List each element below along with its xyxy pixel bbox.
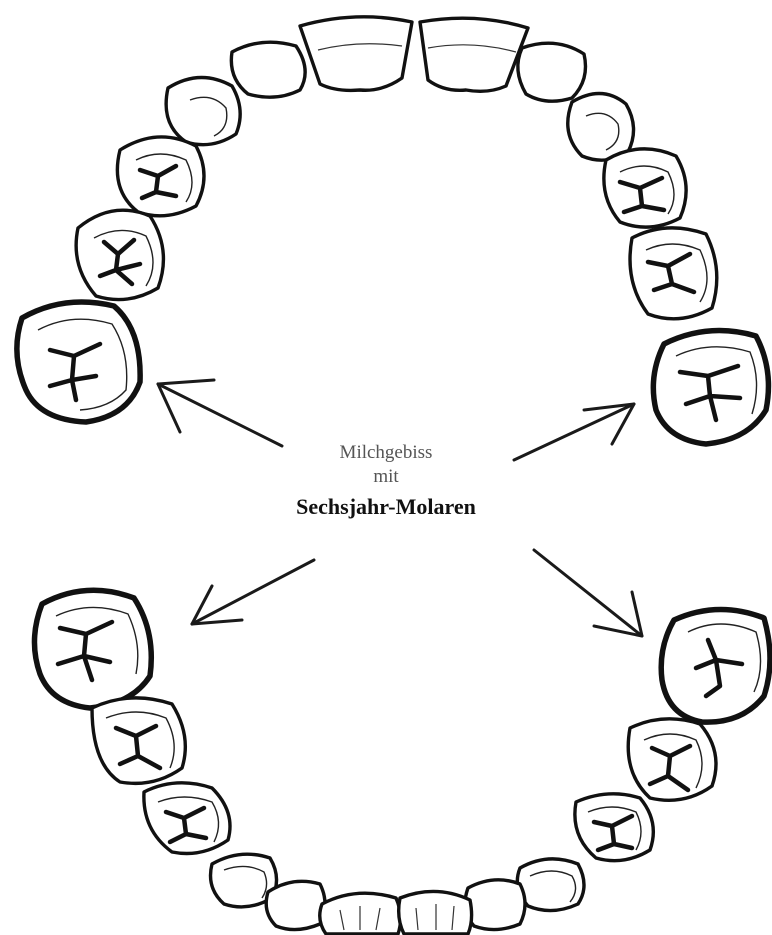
lower-second-molar-left [626,717,718,802]
lower-lateral-incisor-left [463,878,527,932]
upper-lateral-incisor-left [516,41,588,103]
upper-canine-left [566,91,636,162]
caption-line-2: mit [373,466,399,487]
lower-canine-left [515,857,586,913]
upper-six-year-molar-right [14,299,143,425]
lower-central-incisor-left [396,889,474,935]
upper-canine-right [164,75,242,147]
lower-six-year-molar-right [31,587,155,711]
lower-lateral-incisor-right [264,879,327,932]
lower-dental-arch [31,587,772,935]
arrows [156,378,644,638]
upper-central-incisor-right [298,15,414,93]
arrow-to-lower-left-molar [532,548,644,638]
caption-title: Sechsjahr-Molaren [296,494,476,519]
upper-lateral-incisor-right [229,40,307,99]
upper-central-incisor-left [418,16,530,94]
arrow-to-upper-left-molar [512,402,636,462]
upper-dental-arch [14,15,772,447]
upper-second-molar-left [628,226,719,321]
arrow-to-upper-right-molar [156,378,284,448]
arrow-to-lower-right-molar [190,558,316,626]
caption-line-1: Milchgebiss [339,442,433,463]
